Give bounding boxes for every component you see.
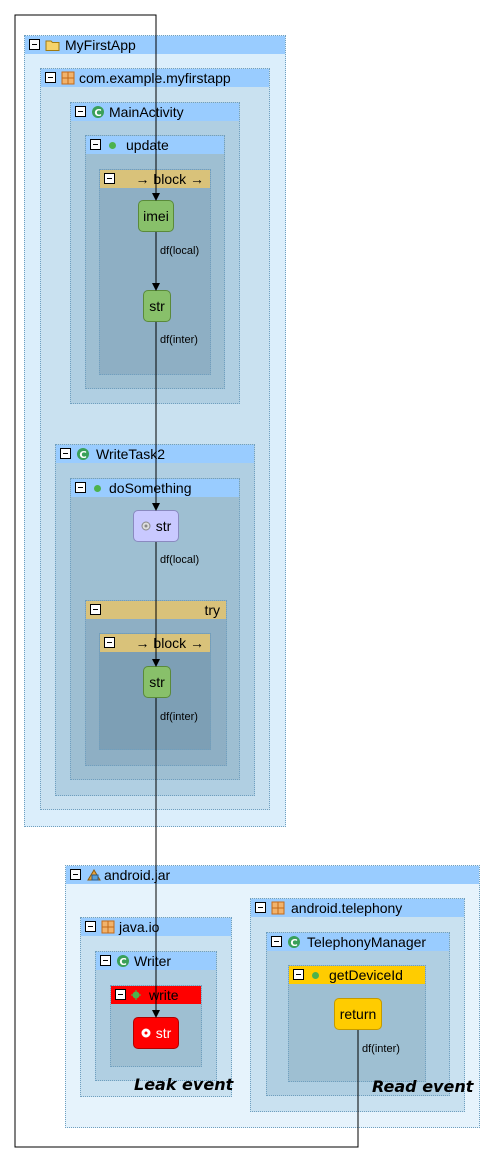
svg-text:C: C [79, 450, 86, 461]
method-header: update [86, 136, 224, 154]
edge-return-to-imei [14, 14, 359, 1148]
package-icon [101, 920, 115, 934]
collapse-toggle[interactable] [104, 637, 115, 648]
try-label: try [204, 602, 220, 618]
collapse-toggle[interactable] [293, 969, 304, 980]
edge-label-local: df(local) [160, 554, 200, 566]
collapse-toggle[interactable] [100, 955, 111, 966]
collapse-toggle[interactable] [115, 989, 126, 1000]
edge-label-inter: df(inter) [362, 1043, 400, 1055]
class-header: C WriteTask2 [56, 445, 254, 463]
class-icon: C [77, 448, 89, 461]
leak-event-annotation: Leak event [134, 1075, 234, 1094]
parameter-icon [141, 521, 151, 531]
block-header: → block → [100, 170, 210, 188]
svg-text:C: C [94, 108, 101, 119]
parameter-icon [141, 1028, 151, 1038]
method-icon [131, 990, 141, 1000]
method-header: doSomething [71, 479, 239, 497]
block-label: → block → [135, 635, 204, 651]
class-icon: C [117, 955, 129, 968]
app-header: MyFirstApp [25, 36, 285, 54]
method-name: update [126, 137, 169, 153]
class-name: WriteTask2 [96, 446, 165, 462]
package-header: com.example.myfirstapp [41, 69, 269, 87]
collapse-toggle[interactable] [75, 106, 86, 117]
collapse-toggle[interactable] [255, 902, 266, 913]
package-name: android.telephony [291, 900, 403, 916]
class-header: C MainActivity [71, 103, 239, 121]
method-icon [312, 972, 319, 979]
svg-text:C: C [290, 938, 297, 949]
node-str-param[interactable]: str [133, 510, 179, 542]
class-name: Writer [134, 953, 172, 969]
collapse-toggle[interactable] [70, 869, 81, 880]
method-icon [94, 485, 101, 492]
collapse-toggle[interactable] [75, 482, 86, 493]
package-icon [61, 71, 75, 85]
edge-label-inter: df(inter) [160, 711, 198, 723]
method-name: getDeviceId [329, 967, 403, 983]
method-icon [109, 142, 116, 149]
collapse-toggle[interactable] [104, 173, 115, 184]
package-header: android.telephony [251, 899, 464, 917]
class-name: MainActivity [109, 104, 184, 120]
jar-title: android.jar [104, 867, 171, 883]
collapse-toggle[interactable] [90, 604, 101, 615]
jar-header: android.jar [66, 866, 479, 884]
class-name: TelephonyManager [307, 934, 427, 950]
node-return[interactable]: return [334, 998, 382, 1030]
edge-label-local: df(local) [160, 245, 200, 257]
class-icon: C [288, 936, 300, 949]
collapse-toggle[interactable] [45, 72, 56, 83]
collapse-toggle[interactable] [29, 39, 40, 50]
app-title: MyFirstApp [65, 37, 136, 53]
node-str-sink-label: str [155, 1025, 172, 1041]
block-header: → block → [100, 634, 210, 652]
collapse-toggle[interactable] [85, 921, 96, 932]
class-header: C TelephonyManager [267, 933, 449, 951]
package-name: com.example.myfirstapp [79, 70, 231, 86]
collapse-toggle[interactable] [90, 139, 101, 150]
node-str-sink[interactable]: str [133, 1017, 179, 1049]
svg-text:C: C [119, 957, 126, 968]
node-str-param-label: str [155, 518, 172, 534]
block-label: → block → [135, 171, 204, 187]
package-name: java.io [119, 919, 160, 935]
edge-label-inter: df(inter) [160, 334, 198, 346]
class-icon: C [92, 106, 104, 119]
node-str[interactable]: str [143, 666, 171, 698]
folder-icon [45, 40, 60, 51]
collapse-toggle[interactable] [271, 936, 282, 947]
node-imei[interactable]: imei [138, 200, 174, 232]
read-event-annotation: Read event [372, 1077, 474, 1096]
method-header-source: getDeviceId [289, 966, 425, 984]
method-name: doSomething [109, 480, 192, 496]
jar-icon [87, 869, 101, 881]
collapse-toggle[interactable] [60, 448, 71, 459]
package-icon [271, 901, 285, 915]
node-str[interactable]: str [143, 290, 171, 322]
